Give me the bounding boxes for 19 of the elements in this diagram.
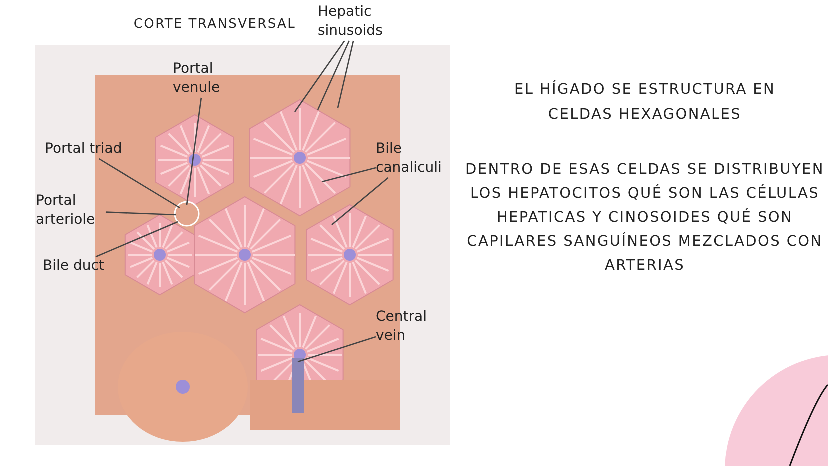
- leader-line: [322, 167, 376, 183]
- part-label: Portal arteriole: [36, 192, 106, 230]
- leader-line: [317, 40, 350, 110]
- part-label: Bile canaliculi: [376, 140, 446, 178]
- leader-line: [298, 336, 376, 363]
- part-label: Portal venule: [173, 60, 235, 98]
- part-label: Central vein: [376, 308, 438, 346]
- body-text: DENTRO DE ESAS CELDAS SE DISTRIBUYEN LOS HEPATOCITOS QUÉ SON LAS CÉLULAS HEPATICAS Y CINOSOIDES QUÉ SON CAPILARES SANGUÍNEOS MEZCLADOS CON ARTERIAS: [465, 161, 825, 276]
- leader-line: [98, 158, 180, 209]
- leader-line: [294, 40, 346, 112]
- part-label: Bile duct: [43, 257, 104, 276]
- leader-line: [337, 40, 354, 108]
- leader-line: [332, 178, 389, 226]
- part-label: Portal triad: [45, 140, 122, 159]
- leader-line: [106, 212, 176, 216]
- leader-line: [186, 98, 202, 206]
- leader-line: [96, 221, 178, 258]
- part-label: Hepatic sinusoids: [318, 3, 398, 41]
- heading-text: EL HÍGADO SE ESTRUCTURA EN CELDAS HEXAGONALES: [513, 80, 777, 125]
